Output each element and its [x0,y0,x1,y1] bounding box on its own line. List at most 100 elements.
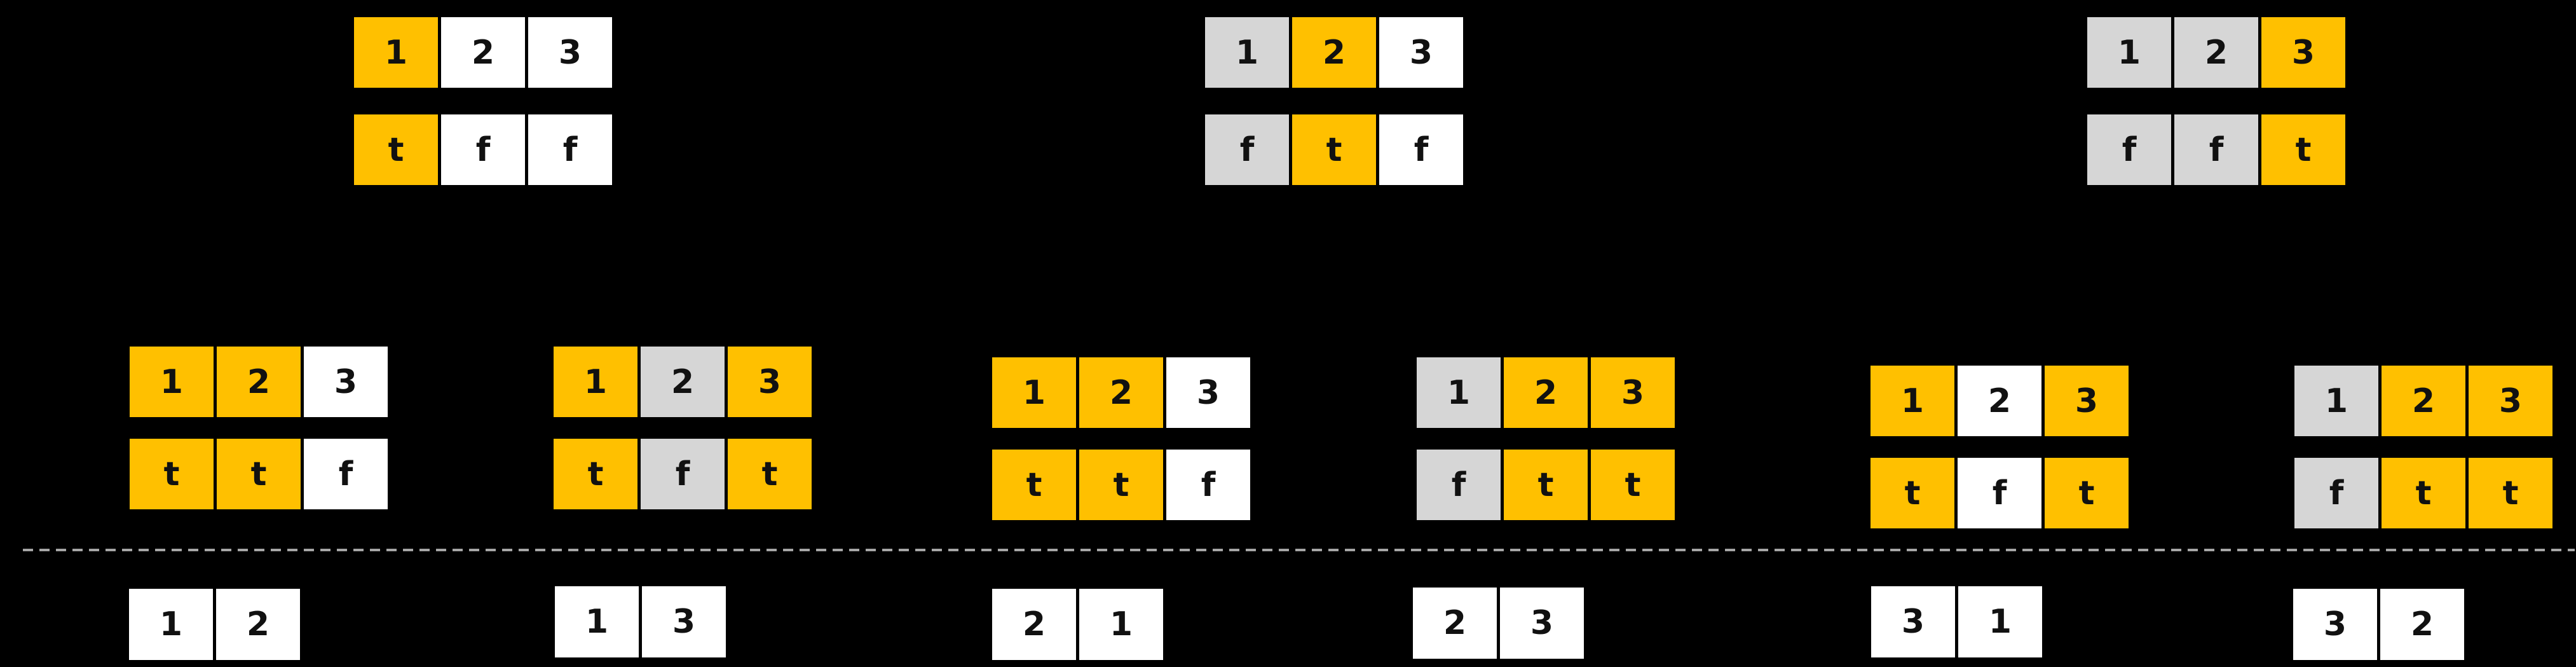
flag-cell: t [728,439,812,509]
result-group-1: 1 2 [129,589,300,660]
dashed-divider [23,549,2575,551]
state-group-mid-6: 1 2 3 f t t [2294,366,2552,528]
num-cell: 3 [304,347,388,417]
result-cell: 2 [992,589,1076,660]
result-cell: 1 [1958,586,2042,657]
num-cell: 1 [354,17,438,88]
result-cell: 3 [2293,589,2377,660]
state-group-mid-5: 1 2 3 t f t [1871,366,2129,528]
result-cell: 3 [1500,588,1584,659]
num-cell: 2 [1292,17,1376,88]
nums-array: 1 2 3 [1871,366,2129,436]
result-cell: 1 [1079,589,1163,660]
result-array: 1 3 [555,586,726,657]
result-group-5: 3 1 [1871,586,2042,657]
state-group-top-3: 1 2 3 f f t [2087,17,2345,185]
num-cell: 1 [2294,366,2378,436]
nums-array: 1 2 3 [130,347,388,417]
result-cell: 2 [216,589,300,660]
num-cell: 2 [1504,357,1588,428]
num-cell: 2 [641,347,725,417]
flag-cell: t [354,114,438,185]
flag-cell: t [1504,450,1588,520]
nums-array: 1 2 3 [992,357,1250,428]
used-array: t f f [354,114,612,185]
used-array: f f t [2087,114,2345,185]
used-array: f t t [1417,450,1675,520]
flag-cell: t [2045,458,2129,528]
num-cell: 3 [1591,357,1675,428]
flag-cell: t [554,439,637,509]
used-array: t f t [1871,458,2129,528]
flag-cell: f [1958,458,2041,528]
used-array: f t f [1205,114,1463,185]
num-cell: 1 [992,357,1076,428]
flag-cell: f [2174,114,2258,185]
result-array: 3 2 [2293,589,2464,660]
num-cell: 3 [1379,17,1463,88]
result-array: 2 3 [1413,588,1584,659]
flag-cell: f [1379,114,1463,185]
nums-array: 1 2 3 [1417,357,1675,428]
result-cell: 3 [642,586,726,657]
result-cell: 2 [1413,588,1497,659]
num-cell: 1 [2087,17,2171,88]
flag-cell: t [1871,458,1954,528]
flag-cell: t [217,439,301,509]
result-cell: 3 [1871,586,1955,657]
result-array: 1 2 [129,589,300,660]
num-cell: 3 [1166,357,1250,428]
num-cell: 3 [528,17,612,88]
flag-cell: f [1205,114,1289,185]
state-group-mid-4: 1 2 3 f t t [1417,357,1675,520]
num-cell: 2 [217,347,301,417]
num-cell: 1 [1205,17,1289,88]
flag-cell: t [1292,114,1376,185]
num-cell: 1 [1417,357,1501,428]
flag-cell: f [528,114,612,185]
flag-cell: t [992,450,1076,520]
num-cell: 3 [2045,366,2129,436]
num-cell: 3 [2469,366,2552,436]
result-group-6: 3 2 [2293,589,2464,660]
num-cell: 1 [554,347,637,417]
flag-cell: f [2087,114,2171,185]
flag-cell: f [441,114,525,185]
flag-cell: f [304,439,388,509]
result-array: 3 1 [1871,586,2042,657]
num-cell: 3 [728,347,812,417]
used-array: t t f [130,439,388,509]
used-array: t f t [554,439,812,509]
num-cell: 3 [2261,17,2345,88]
used-array: t t f [992,450,1250,520]
num-cell: 2 [441,17,525,88]
result-group-3: 2 1 [992,589,1163,660]
flag-cell: t [130,439,214,509]
num-cell: 1 [130,347,214,417]
flag-cell: f [1417,450,1501,520]
state-group-top-2: 1 2 3 f t f [1205,17,1463,185]
state-group-top-1: 1 2 3 t f f [354,17,612,185]
result-group-2: 1 3 [555,586,726,657]
num-cell: 2 [1958,366,2041,436]
state-group-mid-3: 1 2 3 t t f [992,357,1250,520]
num-cell: 2 [1079,357,1163,428]
flag-cell: f [1166,450,1250,520]
num-cell: 2 [2174,17,2258,88]
flag-cell: t [2261,114,2345,185]
result-cell: 1 [129,589,213,660]
nums-array: 1 2 3 [1205,17,1463,88]
state-group-mid-2: 1 2 3 t f t [554,347,812,509]
result-cell: 1 [555,586,639,657]
flag-cell: t [1591,450,1675,520]
result-group-4: 2 3 [1413,588,1584,659]
flag-cell: t [2382,458,2465,528]
flag-cell: t [1079,450,1163,520]
flag-cell: t [2469,458,2552,528]
result-array: 2 1 [992,589,1163,660]
nums-array: 1 2 3 [554,347,812,417]
result-cell: 2 [2380,589,2464,660]
num-cell: 1 [1871,366,1954,436]
nums-array: 1 2 3 [2087,17,2345,88]
